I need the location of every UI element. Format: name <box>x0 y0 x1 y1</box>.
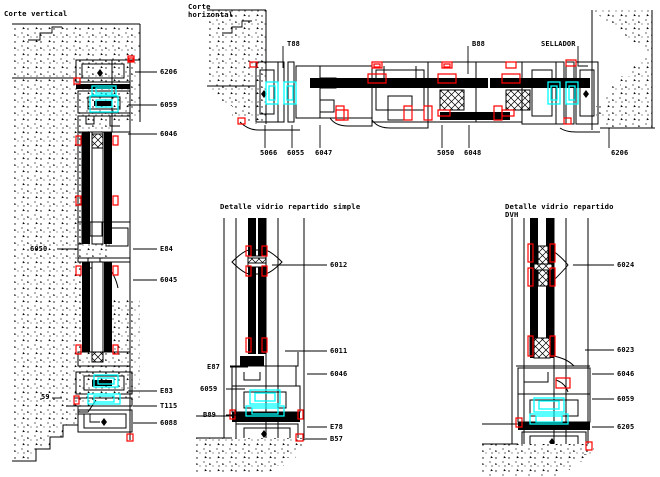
part-label-e78: E78 <box>330 423 343 431</box>
part-label-6045: 6045 <box>160 276 178 284</box>
part-label-t88: T88 <box>287 40 300 48</box>
section-corte-vertical <box>12 23 141 462</box>
part-label-e84: E84 <box>160 245 173 253</box>
part-label-6205: 6205 <box>617 423 635 431</box>
part-label-6047: 6047 <box>315 149 333 157</box>
part-label-6046: 6046 <box>160 130 178 138</box>
part-label-sellador: SELLADOR <box>541 40 576 48</box>
part-label-b89: B89 <box>203 411 216 419</box>
part-label-6046: 6046 <box>330 370 348 378</box>
part-label-6046: 6046 <box>617 370 635 378</box>
part-label-6024: 6024 <box>617 261 635 269</box>
section-title-detalle-simple: Detalle vidrio repartido simple <box>220 202 361 211</box>
detail-vidrio-repartido-simple <box>196 218 306 474</box>
label-leader-lines <box>52 46 614 440</box>
part-label-6059: 6059 <box>160 101 178 109</box>
part-label-b88: B88 <box>472 40 485 48</box>
part-label-5066: 5066 <box>260 149 278 157</box>
section-title-corte-horizontal: Corte horizontal <box>188 2 234 20</box>
part-label-5050: 5050 <box>437 149 455 157</box>
part-label-e87: E87 <box>207 363 220 371</box>
part-label-6055: 6055 <box>287 149 305 157</box>
leader-line-sellador <box>577 46 588 67</box>
section-title-corte-vertical: Corte vertical <box>4 9 68 18</box>
part-label-t115: T115 <box>160 402 178 410</box>
part-label-6059: 6059 <box>617 395 635 403</box>
part-label-6011: 6011 <box>330 347 348 355</box>
section-corte-horizontal <box>207 9 655 133</box>
part-label-6206: 6206 <box>611 149 629 157</box>
part-label-6088: 6088 <box>160 419 178 427</box>
section-title-detalle-dvh: Detalle vidrio repartido DVH <box>505 202 614 220</box>
part-label-6059: 6059 <box>200 385 218 393</box>
part-label-6206: 6206 <box>160 68 178 76</box>
part-label-e83: E83 <box>160 387 173 395</box>
detail-vidrio-repartido-dvh <box>482 218 594 476</box>
part-label-6050: 6050 <box>30 245 48 253</box>
part-label-6012: 6012 <box>330 261 348 269</box>
part-label-6023: 6023 <box>617 346 635 354</box>
part-label-59: 59 <box>41 393 50 401</box>
part-label-b57: B57 <box>330 435 343 443</box>
part-label-6048: 6048 <box>464 149 482 157</box>
